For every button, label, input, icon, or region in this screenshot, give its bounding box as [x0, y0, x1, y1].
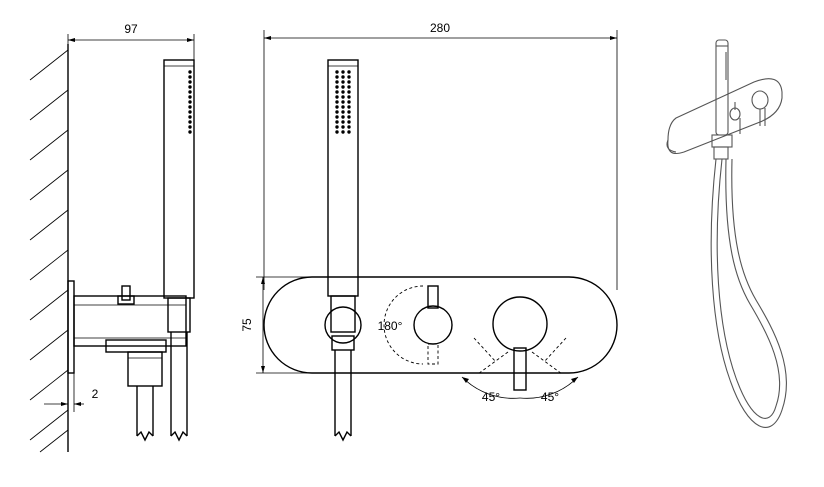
nozzle-dot [335, 90, 339, 94]
nozzle-dot [188, 75, 192, 79]
nozzle-dot [335, 95, 339, 99]
nozzle-dot [341, 110, 345, 114]
wall-plate-front [263, 276, 618, 374]
nozzle-dot [188, 115, 192, 119]
nozzle-dot [347, 90, 351, 94]
nozzle-dot [188, 100, 192, 104]
nozzle-dot [341, 120, 345, 124]
nozzle-dot [188, 85, 192, 89]
hand-shower-front [327, 59, 359, 333]
nozzle-dot [341, 105, 345, 109]
nozzle-dot [335, 70, 339, 74]
mixer-body-side [73, 285, 187, 347]
nozzle-dot [341, 130, 345, 134]
nozzle-dot [347, 110, 351, 114]
angle-label-45-left: 45° [482, 390, 500, 404]
hoses-side [136, 332, 188, 442]
nozzle-dot [341, 85, 345, 89]
dimension-2: 2 [44, 373, 99, 412]
nozzle-dot [188, 95, 192, 99]
nozzle-dot [347, 95, 351, 99]
hose-front [334, 350, 352, 442]
nozzle-dot [335, 105, 339, 109]
wall-hatching [29, 44, 69, 453]
front-view: 280 75 [240, 21, 618, 442]
wall-plate-side [67, 280, 75, 374]
nozzle-dot [341, 90, 345, 94]
nozzle-dot [188, 70, 192, 74]
nozzle-dot [188, 125, 192, 129]
diverter-knob: 180° [378, 285, 453, 365]
nozzle-dot [341, 125, 345, 129]
nozzle-dot [347, 105, 351, 109]
angle-label-180: 180° [378, 319, 403, 333]
nozzle-dot [335, 130, 339, 134]
isometric-view [666, 39, 787, 428]
nozzle-grid-front [335, 70, 351, 134]
nozzle-dot [347, 75, 351, 79]
nozzle-dot [347, 80, 351, 84]
dimension-280: 280 [263, 21, 618, 290]
nozzle-dot [335, 80, 339, 84]
nozzle-dot [341, 115, 345, 119]
nozzle-dot [347, 115, 351, 119]
nozzle-dot [341, 75, 345, 79]
holder-front [324, 306, 362, 351]
dimension-label-75: 75 [240, 318, 254, 332]
nozzle-dot [347, 100, 351, 104]
dimension-label-2: 2 [92, 387, 99, 401]
mixer-knob: 45° 45° [461, 296, 579, 404]
nozzle-dot [347, 70, 351, 74]
dimension-75: 75 [240, 276, 310, 374]
nozzle-dot [335, 125, 339, 129]
angle-label-45-right: 45° [541, 390, 559, 404]
nozzle-dot [188, 120, 192, 124]
nozzle-dot [341, 100, 345, 104]
nozzle-dot [188, 80, 192, 84]
nozzle-dot [188, 110, 192, 114]
dimension-97: 97 [67, 22, 195, 60]
side-view: 97 [29, 22, 195, 453]
nozzle-dot [347, 120, 351, 124]
holder-side [105, 339, 167, 387]
nozzle-dot [335, 75, 339, 79]
hand-shower-side [163, 59, 195, 333]
nozzle-dot [335, 85, 339, 89]
iso-knobs [729, 90, 769, 134]
nozzle-dot [335, 115, 339, 119]
dimension-label-280: 280 [430, 21, 450, 35]
nozzle-dot [188, 130, 192, 134]
iso-hose [710, 158, 787, 428]
nozzle-dot [188, 105, 192, 109]
nozzle-dot [188, 90, 192, 94]
nozzle-dot [341, 70, 345, 74]
nozzle-dot [347, 85, 351, 89]
nozzle-dot [341, 95, 345, 99]
nozzle-dot [335, 120, 339, 124]
nozzle-dot [341, 80, 345, 84]
nozzle-dot [347, 125, 351, 129]
nozzle-dot [335, 100, 339, 104]
nozzle-column-side [188, 70, 192, 134]
dimension-label-97: 97 [124, 22, 138, 36]
iso-hand-shower [711, 39, 733, 160]
nozzle-dot [347, 130, 351, 134]
nozzle-dot [335, 110, 339, 114]
